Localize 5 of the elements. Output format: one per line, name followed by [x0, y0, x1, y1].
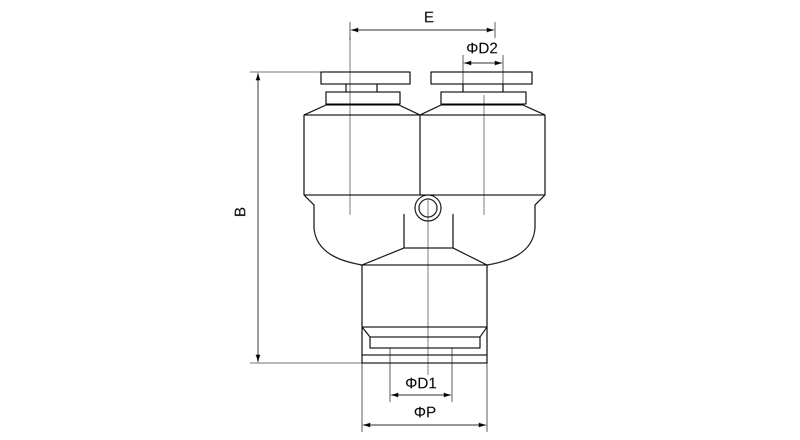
dimension-label: ΦD1	[406, 378, 436, 388]
dimension-label: B	[234, 208, 246, 216]
dimension-label: ΦD2	[467, 42, 498, 54]
dimension-label: E	[425, 12, 434, 22]
dimension-label: ΦP	[414, 406, 436, 418]
